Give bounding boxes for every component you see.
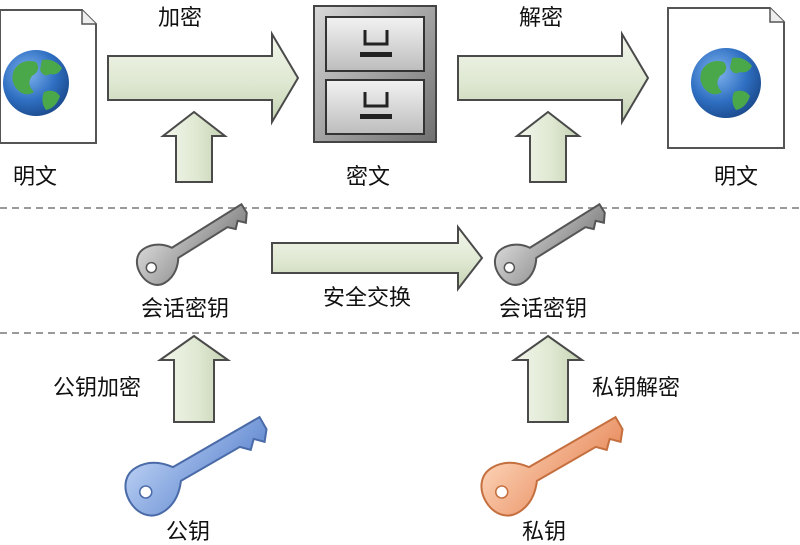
- label-secure-exchange: 安全交换: [323, 286, 412, 311]
- document-globe-icon-right: [667, 7, 785, 149]
- label-session-key-left: 会话密钥: [141, 297, 230, 322]
- session-key-icon-right: [493, 202, 606, 286]
- public-key-up-arrow: [156, 334, 232, 423]
- session-key-icon-left: [135, 202, 248, 286]
- secure-exchange-arrow: [271, 224, 484, 292]
- session-key-up-arrow-right: [514, 110, 582, 183]
- label-decrypt: 解密: [519, 6, 564, 31]
- label-plaintext-right: 明文: [714, 165, 759, 190]
- decrypt-arrow: [457, 30, 650, 126]
- label-session-key-right: 会话密钥: [499, 297, 588, 322]
- label-public-key: 公钥: [166, 520, 211, 545]
- private-key-icon: [480, 415, 624, 517]
- session-key-up-arrow-left: [160, 110, 228, 183]
- label-encrypt: 加密: [158, 6, 203, 31]
- label-private-key: 私钥: [522, 520, 567, 545]
- public-key-icon: [124, 415, 268, 517]
- document-globe-icon-left: [0, 9, 97, 144]
- file-cabinet-icon: [313, 5, 437, 143]
- label-ciphertext: 密文: [346, 165, 391, 190]
- label-private-key-decrypt: 私钥解密: [592, 376, 681, 401]
- private-key-up-arrow: [510, 334, 586, 423]
- label-plaintext-left: 明文: [13, 165, 58, 190]
- label-public-key-encrypt: 公钥加密: [53, 376, 142, 401]
- encrypt-arrow: [107, 30, 300, 126]
